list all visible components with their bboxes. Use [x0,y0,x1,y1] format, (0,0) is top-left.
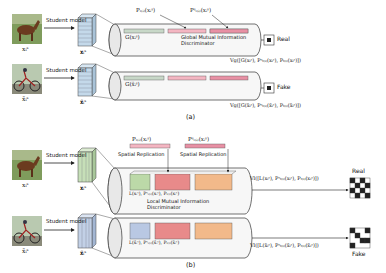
discriminator-score: Vg([G(xᵢˢ), Pˢₜ₍ᵢ₎(xᵢˢ), Pₜ₍ᵢ₎(xᵢˢ)]) [230,58,301,64]
probability-label: Pₜ₍ᵢ₎(xᵢˢ) [132,136,151,142]
feature-label: 𝐱ᵢˢ [80,49,86,56]
output-label: Fake [352,251,366,258]
image-label: xᵢˢ [22,46,29,53]
bicycle-image [12,64,42,94]
horse-image [12,150,42,180]
checkerboard [350,228,370,248]
feature-label: G(xᵢˢ) [125,34,140,40]
feature-label: 𝐱ᵢˢ [80,185,86,192]
operation-label: Spatial Replication [180,152,226,158]
checkerboard [350,178,370,198]
operation-label: Spatial Replication [118,152,164,158]
discriminator-cylinder: L(x̃ᵢˢ), Pˢₜ₍ᵢ₎(x̃ᵢˢ), Pₜ₍ᵢ₎(x̃ᵢˢ) [115,218,245,258]
feature-label: 𝐱̃ᵢˢ [80,250,86,257]
image-label: x̃ᵢˢ [22,96,29,103]
panel-label: (b) [186,262,195,269]
module-label: Student model [46,67,87,73]
output-label: Real [277,36,290,43]
feature-label: 𝐱̃ᵢˢ [80,99,86,106]
discriminator-score: Vg([G(x̃ᵢˢ), Pˢₜ₍ᵢ₎(x̃ᵢˢ), Pₜ₍ᵢ₎(x̃ᵢˢ)]) [230,103,301,109]
image-label: xᵢˢ [22,182,29,189]
panel-label: (a) [186,114,195,121]
node-text: L(x̃ᵢˢ), Pˢₜ₍ᵢ₎(x̃ᵢˢ), Pₜ₍ᵢ₎(x̃ᵢˢ) [129,240,179,245]
node-text: L(xᵢˢ), Pˢₜ₍ᵢ₎(xᵢˢ), Pₜ₍ᵢ₎(xᵢˢ) [129,191,179,196]
discriminator-cylinder: L(xᵢˢ), Pˢₜ₍ᵢ₎(xᵢˢ), Pₜ₍ᵢ₎(xᵢˢ) Local Mut… [115,168,245,214]
discriminator-score: Vl([L(x̃ᵢˢ), Pˢₜ₍ᵢ₎(x̃ᵢˢ), Pₜ₍ᵢ₎(x̃ᵢˢ)]) [250,243,319,249]
module-label: Student model [46,218,87,224]
discriminator-score: Vl([L(xᵢˢ), Pˢₜ₍ᵢ₎(xᵢˢ), Pₜ₍ᵢ₎(xᵢˢ)]) [250,176,319,182]
image-label: x̃ᵢˢ [22,248,29,255]
node-text: G(x̃ᵢˢ) [125,81,140,87]
module-label: Student model [46,17,87,23]
bicycle-image [12,216,42,246]
discriminator-cylinder: G(xᵢˢ) Global Mutual Information Discrimi… [115,24,255,56]
output-label: Real [352,168,365,175]
probability-label: Pˢₜ₍ᵢ₎(xᵢˢ) [188,136,209,142]
horse-image [12,14,42,44]
node-text: Local Mutual Information Discriminator [147,199,227,211]
module-label: Student model [46,152,87,158]
node-text: Global Mutual Information Discriminator [181,35,253,47]
probability-label: Pˢₜ₍ᵢ₎(xᵢˢ) [190,7,211,13]
probability-label: Pₜ₍ᵢ₎(xᵢˢ) [136,7,155,13]
output-label: Fake [277,84,291,91]
discriminator-cylinder: G(x̃ᵢˢ) [115,72,255,100]
